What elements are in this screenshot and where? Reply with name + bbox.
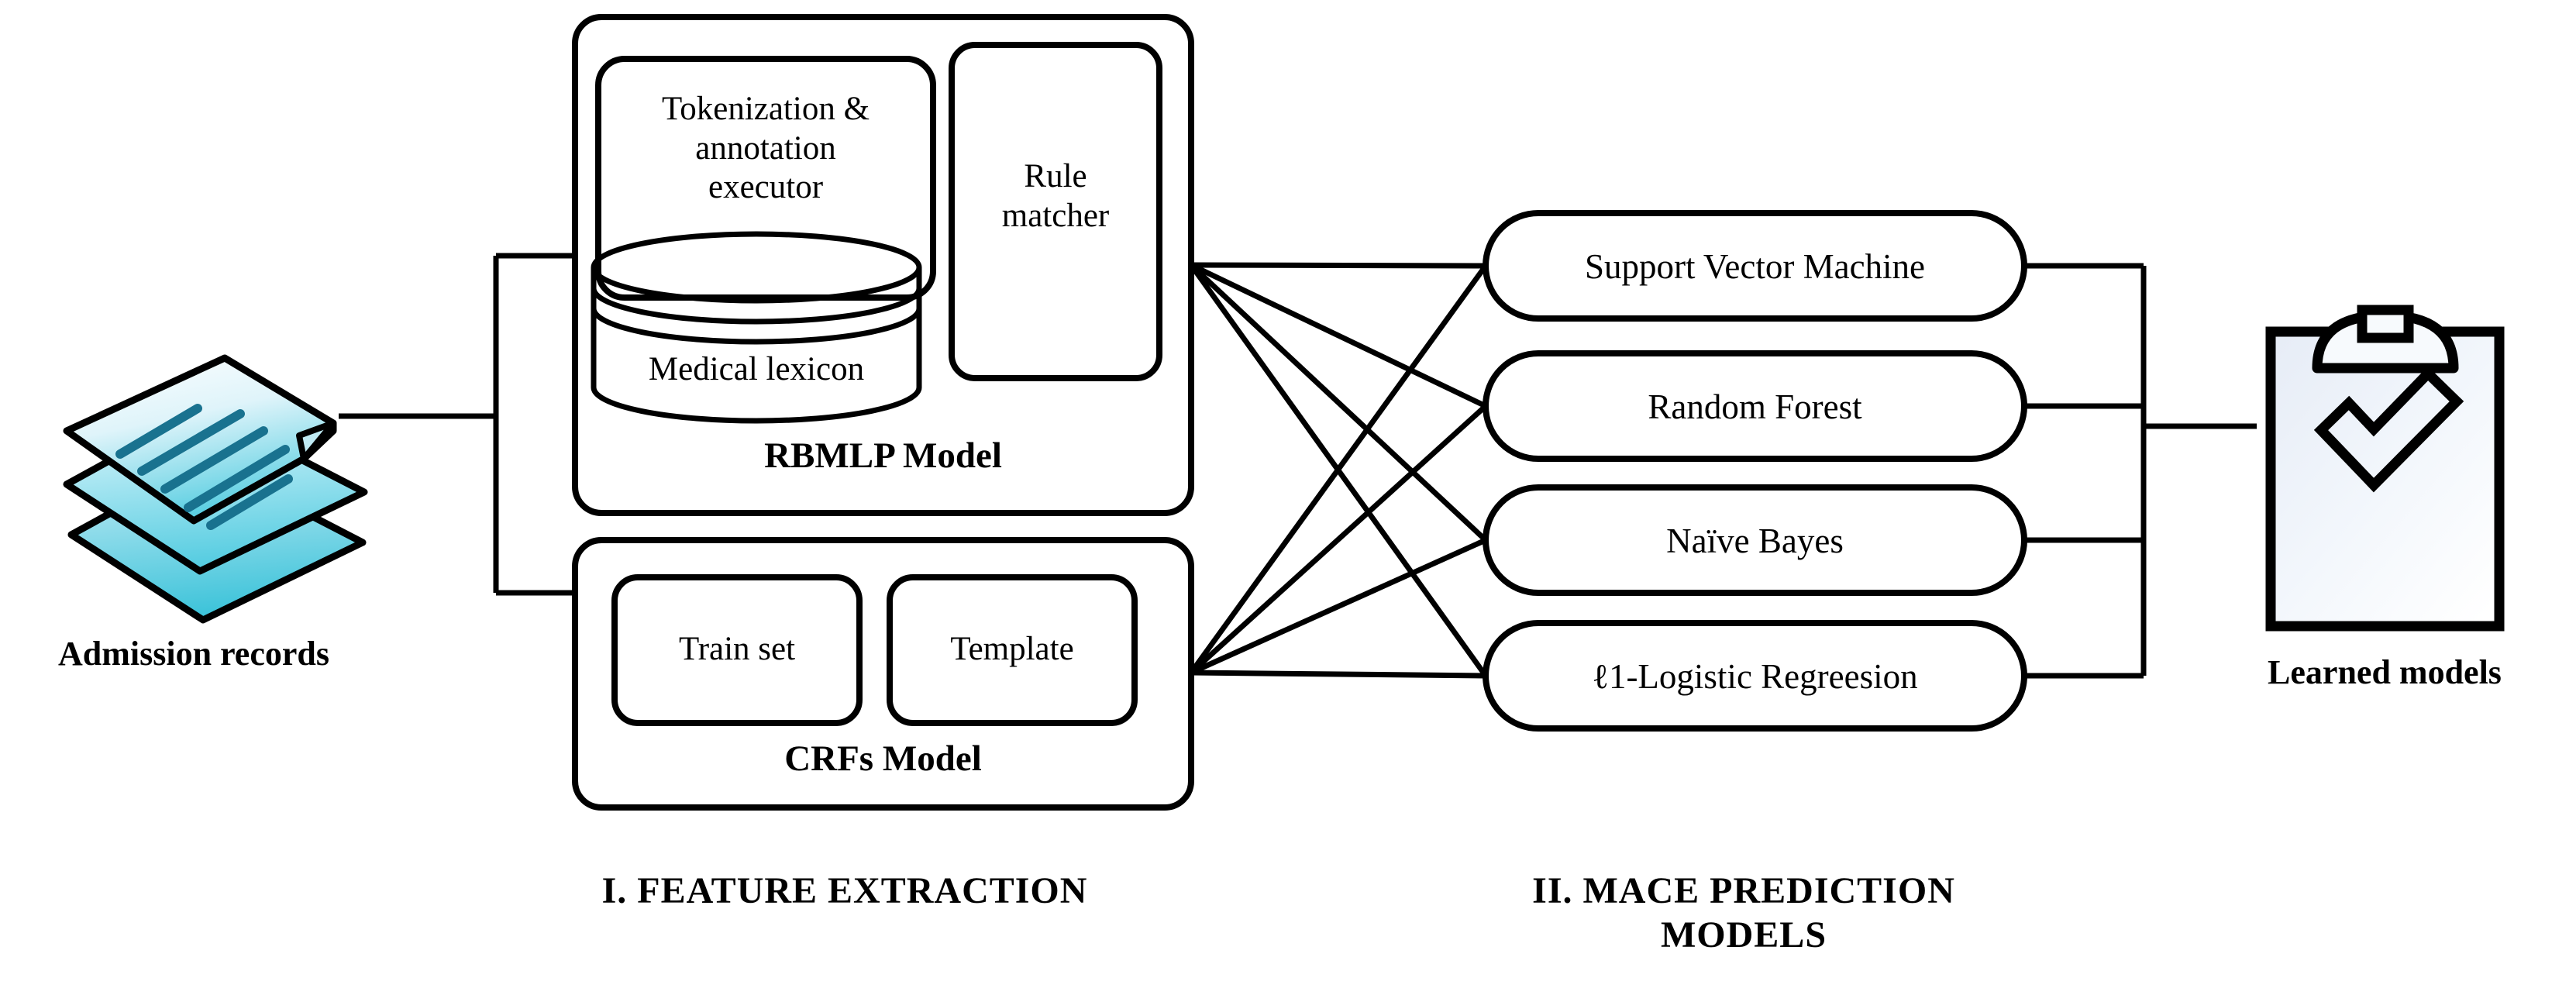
admission-records-label: Admission records bbox=[58, 635, 329, 673]
link-crfs-to-naive-bayes bbox=[1190, 537, 1487, 676]
train-set-box bbox=[611, 574, 863, 726]
link-rbmlp-to-random-forest bbox=[1190, 262, 1487, 409]
tokenization-annotation-executor-box bbox=[595, 56, 936, 301]
rbmlp-model-title: RBMLP Model bbox=[764, 436, 1002, 476]
crfs-model-title: CRFs Model bbox=[784, 739, 982, 779]
random-forest-label: Random Forest bbox=[1648, 387, 1862, 426]
link-crfs-to-random-forest bbox=[1189, 404, 1488, 675]
link-crfs-to-support-vector-machine bbox=[1189, 263, 1488, 675]
template-box bbox=[887, 574, 1138, 726]
link-rbmlp-to-naive-bayes bbox=[1189, 263, 1488, 542]
clipboard-check-icon bbox=[2265, 305, 2505, 632]
link-rbmlp-to-support-vector-machine bbox=[1190, 262, 1486, 269]
l1-logistic-regression-label: ℓ1-Logistic Regreesion bbox=[1592, 657, 1918, 696]
naive-bayes-label: Naïve Bayes bbox=[1666, 522, 1844, 560]
train-set-label: Train set bbox=[678, 631, 796, 667]
learned-models-label: Learned models bbox=[2268, 653, 2502, 691]
rule-matcher-label: Rule matcher bbox=[1001, 158, 1110, 234]
link-crfs-to-l1-logistic-regression bbox=[1190, 670, 1486, 679]
rule-matcher-box bbox=[949, 42, 1162, 381]
support-vector-machine-label: Support Vector Machine bbox=[1584, 247, 1926, 286]
medical-lexicon-label: Medical lexicon bbox=[648, 351, 865, 387]
medical-lexicon-cylinder bbox=[591, 231, 922, 424]
stacked-documents-icon bbox=[63, 354, 368, 624]
tokenization-annotation-executor-label: Tokenization & annotation executor bbox=[661, 91, 870, 206]
stage-1-caption: I. FEATURE EXTRACTION bbox=[601, 870, 1088, 911]
stage-2-caption: II. MACE PREDICTION MODELS bbox=[1532, 870, 1955, 955]
template-label: Template bbox=[950, 631, 1074, 667]
